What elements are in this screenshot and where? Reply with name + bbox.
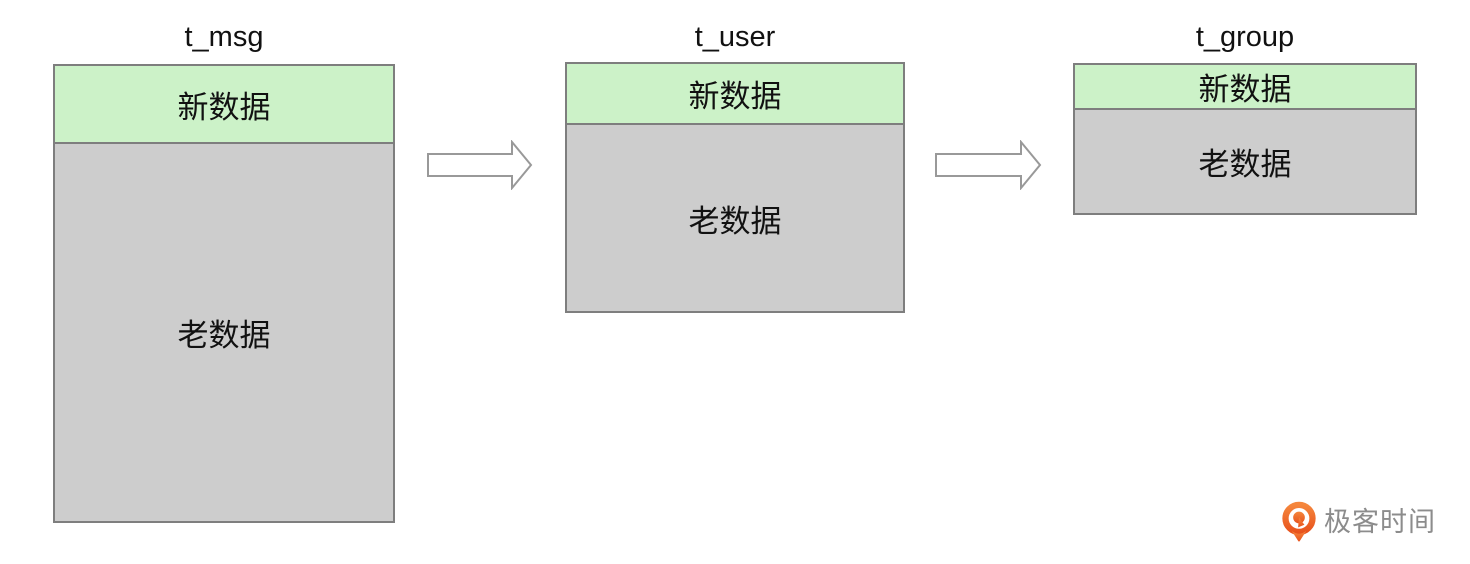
t-user-new-data-segment: 新数据 <box>567 64 903 125</box>
t-group-old-data-segment: 老数据 <box>1075 110 1415 213</box>
table-title-t-user: t_user <box>694 21 776 53</box>
t-user-old-data-segment: 老数据 <box>567 125 903 311</box>
table-title-t-group: t_group <box>1195 21 1295 53</box>
t-group-new-data-label: 新数据 <box>1198 72 1292 107</box>
t-group-old-data-label: 老数据 <box>1198 147 1292 182</box>
t-user-new-data-label: 新数据 <box>688 79 782 114</box>
t-msg-old-data-label: 老数据 <box>177 318 271 353</box>
arrow-t-user-to-t-group-icon <box>935 140 1042 190</box>
table-t-user: 新数据 老数据 <box>565 62 905 313</box>
t-user-old-data-label: 老数据 <box>688 203 782 239</box>
t-msg-new-data-label: 新数据 <box>177 89 271 125</box>
arrow-t-msg-to-t-user-icon <box>427 140 533 190</box>
geektime-logo-text: 极客时间 <box>1324 507 1436 537</box>
t-msg-new-data-segment: 新数据 <box>55 66 393 144</box>
geektime-logo-icon <box>1282 501 1316 542</box>
t-msg-old-data-segment: 老数据 <box>55 144 393 521</box>
table-t-group: 新数据 老数据 <box>1073 63 1417 215</box>
geektime-logo: 极客时间 <box>1281 501 1436 543</box>
table-t-msg: 新数据 老数据 <box>53 64 395 523</box>
table-title-t-msg: t_msg <box>184 21 264 53</box>
t-group-new-data-segment: 新数据 <box>1075 65 1415 110</box>
